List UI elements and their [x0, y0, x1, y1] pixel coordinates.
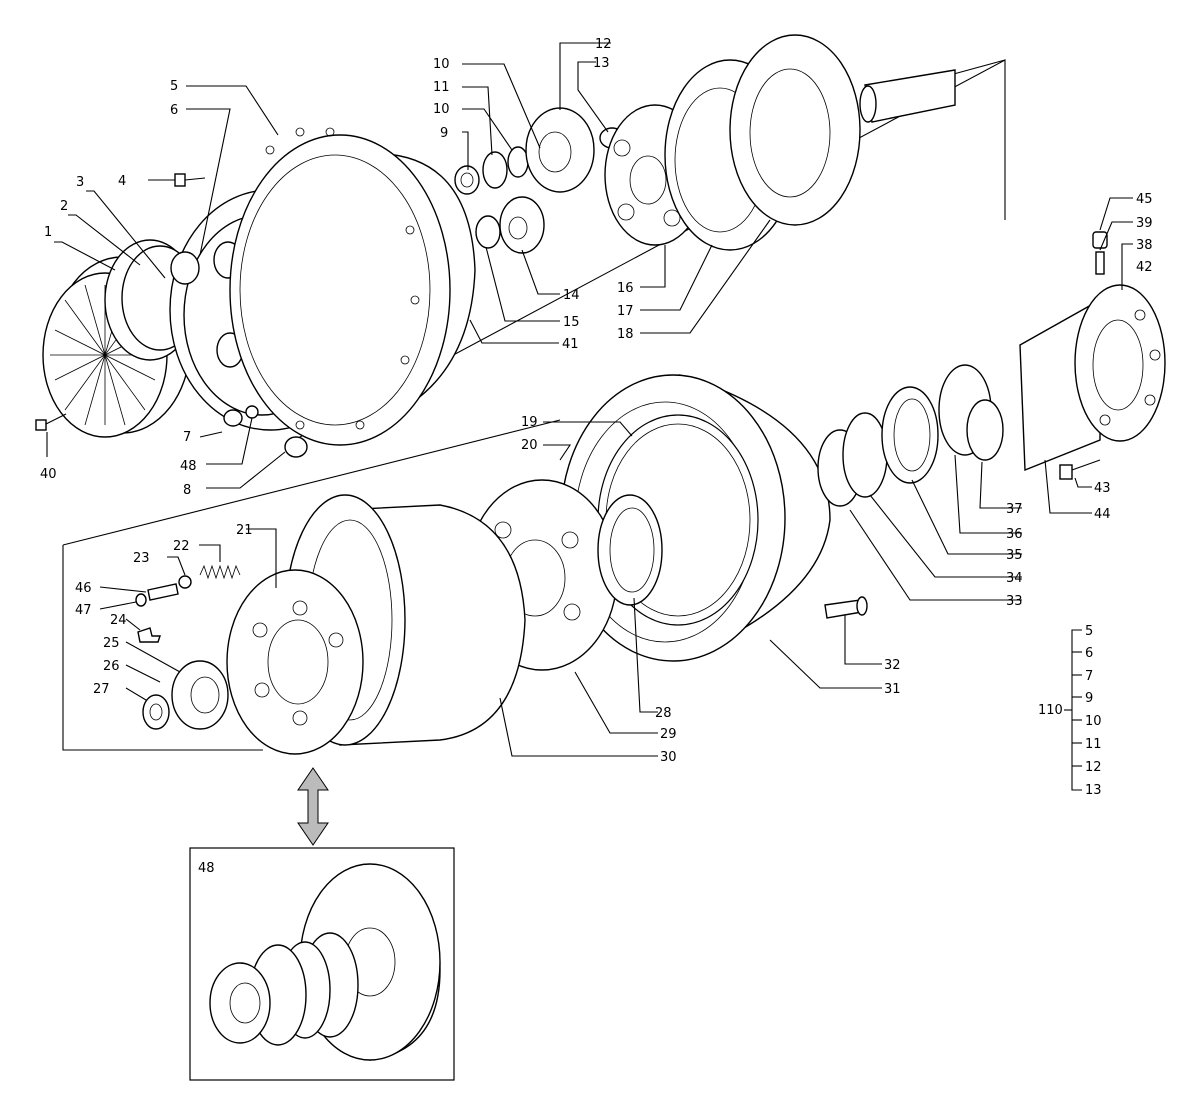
part-22-spring [199, 564, 241, 580]
label-31: 31 [884, 682, 901, 697]
part-28-bearing [597, 494, 663, 606]
label-10-bottom: 10 [433, 102, 450, 117]
label-8: 8 [183, 483, 191, 498]
label-25: 25 [103, 636, 120, 651]
part-37-lock-plate [966, 399, 1004, 461]
label-39: 39 [1136, 216, 1153, 231]
part-41-hub-housing [229, 127, 476, 446]
label-30: 30 [660, 750, 677, 765]
part-9-washer [454, 165, 480, 195]
label-37: 37 [1006, 502, 1023, 517]
part-10-bearing [482, 146, 529, 189]
label-1: 1 [44, 225, 52, 240]
label-46: 46 [75, 581, 92, 596]
label-21: 21 [236, 523, 253, 538]
label-19: 19 [521, 415, 538, 430]
part-21-disc [226, 569, 364, 755]
label-36: 36 [1006, 527, 1023, 542]
kit-item: 7 [1085, 669, 1093, 684]
part-15-snap-ring [475, 215, 501, 249]
label-33: 33 [1006, 594, 1023, 609]
label-17: 17 [617, 304, 634, 319]
label-6: 6 [170, 103, 178, 118]
label-43: 43 [1094, 481, 1111, 496]
kit-item: 9 [1085, 691, 1093, 706]
section-frame-lines [62, 59, 1006, 751]
part-40-screw [35, 413, 67, 431]
label-7: 7 [183, 430, 191, 445]
leader-lines [46, 42, 1133, 757]
double-arrow-icon [297, 767, 329, 846]
part-34-ring [842, 412, 888, 498]
label-16: 16 [617, 281, 634, 296]
part-45-cap [1092, 231, 1108, 249]
inset-title: 48 [198, 861, 215, 876]
kit-item: 6 [1085, 646, 1093, 661]
part-12-planet-gear [525, 107, 595, 193]
label-26: 26 [103, 659, 120, 674]
part-44-flange [1019, 284, 1166, 472]
label-22: 22 [173, 539, 190, 554]
part-48-washer [245, 405, 259, 419]
part-27-washer [142, 694, 170, 730]
label-35: 35 [1006, 548, 1023, 563]
part-25-bearing [171, 660, 229, 730]
part-number-labels: 1 2 3 4 5 6 7 48 8 40 10 11 10 9 12 13 1… [40, 37, 1153, 876]
part-18-gear-disc [729, 34, 861, 226]
label-20: 20 [521, 438, 538, 453]
shaft [859, 69, 956, 123]
label-41: 41 [562, 337, 579, 352]
label-38: 38 [1136, 238, 1153, 253]
part-39-fitting [1095, 251, 1105, 275]
label-29: 29 [660, 727, 677, 742]
label-47: 47 [75, 603, 92, 618]
part-35-bearing [881, 386, 939, 484]
part-46-pin [147, 583, 179, 601]
label-34: 34 [1006, 571, 1023, 586]
part-7-plug [223, 409, 243, 427]
label-24: 24 [110, 613, 127, 628]
kit-item: 5 [1085, 624, 1093, 639]
part-4-bolt [174, 173, 206, 187]
label-44: 44 [1094, 507, 1111, 522]
kit-item: 12 [1085, 760, 1102, 775]
part-23-ball [178, 575, 192, 589]
inset-box [189, 847, 455, 1081]
kit-item: 11 [1085, 737, 1102, 752]
label-11: 11 [433, 80, 450, 95]
label-5: 5 [170, 79, 178, 94]
label-3: 3 [76, 175, 84, 190]
label-42: 42 [1136, 260, 1153, 275]
part-24-clip [137, 627, 161, 643]
part-43-bolt [1059, 459, 1101, 480]
label-28: 28 [655, 706, 672, 721]
part-32-stud [824, 596, 868, 619]
label-18: 18 [617, 327, 634, 342]
kit-item: 10 [1085, 714, 1102, 729]
label-12: 12 [595, 37, 612, 52]
label-32: 32 [884, 658, 901, 673]
label-23: 23 [133, 551, 150, 566]
part-14-gear [499, 196, 545, 254]
label-48: 48 [180, 459, 197, 474]
kit-item: 13 [1085, 783, 1102, 798]
label-45: 45 [1136, 192, 1153, 207]
label-40: 40 [40, 467, 57, 482]
part-8-plug [284, 436, 308, 458]
label-27: 27 [93, 682, 110, 697]
label-2: 2 [60, 199, 68, 214]
kit-110-bracket [1064, 629, 1082, 791]
part-47-oring [135, 593, 147, 607]
kit-number: 110 [1038, 703, 1063, 718]
label-13: 13 [593, 56, 610, 71]
label-14: 14 [563, 288, 580, 303]
label-4: 4 [118, 174, 126, 189]
label-15: 15 [563, 315, 580, 330]
label-9: 9 [440, 126, 448, 141]
label-10-top: 10 [433, 57, 450, 72]
kit-110-labels: 110 5 6 7 9 10 11 12 13 [1038, 624, 1102, 798]
